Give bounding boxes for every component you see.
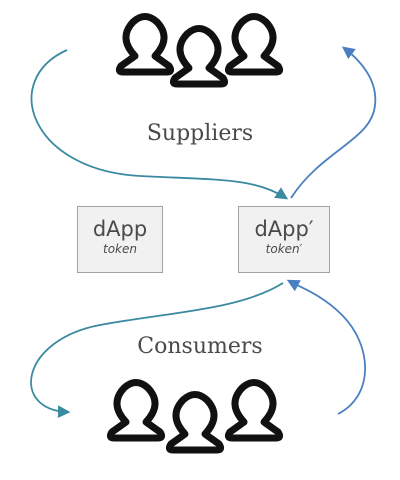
consumer-to-dapp-arrow — [286, 279, 367, 415]
dapp-to-consumer-arrow — [30, 282, 284, 418]
dapp-title: dApp — [92, 217, 148, 241]
dapp-token-label: token — [103, 242, 137, 256]
dapp-prime-title: dApp′ — [254, 217, 314, 241]
supplier-people-group — [119, 17, 279, 85]
consumer-person-right-icon — [228, 383, 279, 439]
supplier-person-center-icon — [173, 29, 224, 85]
dapp-token-box: dApp token — [77, 206, 163, 273]
dapp-prime-token-label: token′ — [265, 242, 303, 256]
dapp-prime-token-box: dApp′ token′ — [238, 206, 330, 273]
supplier-person-right-icon — [228, 17, 279, 73]
consumer-person-left-icon — [110, 383, 161, 439]
consumer-people-group — [110, 383, 279, 451]
consumers-label: Consumers — [137, 334, 262, 359]
dapp-to-supplier-arrow — [290, 46, 377, 199]
consumer-person-center-icon — [169, 395, 220, 451]
suppliers-label: Suppliers — [147, 121, 253, 146]
supplier-person-left-icon — [119, 17, 170, 73]
supplier-to-dapp-arrow — [30, 49, 289, 200]
